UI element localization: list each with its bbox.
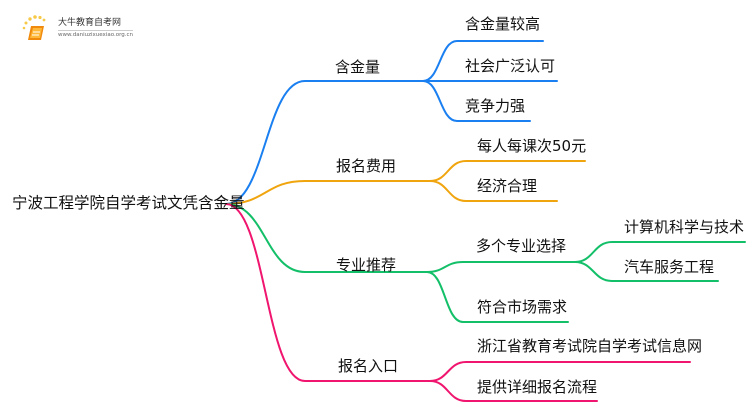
leaf-node: 社会广泛认可 bbox=[465, 57, 556, 75]
leaf-node: 计算机科学与技术 bbox=[624, 218, 745, 236]
leaf-connector bbox=[574, 261, 719, 282]
leaf-node: 竞争力强 bbox=[465, 97, 526, 115]
leaf-connector bbox=[422, 80, 531, 122]
branch-connector bbox=[225, 80, 424, 205]
branch-node: 报名入口 bbox=[338, 357, 399, 375]
root-node: 宁波工程学院自学考试文凭含金量 bbox=[12, 194, 245, 212]
sub-branch-node: 多个专业选择 bbox=[476, 237, 567, 255]
branch-connector bbox=[225, 203, 428, 273]
branch-node: 专业推荐 bbox=[336, 256, 397, 274]
leaf-connector bbox=[429, 160, 586, 182]
leaf-node: 含金量较高 bbox=[465, 15, 541, 33]
sub-branch-connector bbox=[426, 261, 576, 273]
leaf-node: 符合市场需求 bbox=[477, 298, 568, 316]
watermark-title: 大牛教育自考网 bbox=[58, 17, 122, 28]
leaf-connector bbox=[429, 361, 691, 382]
branch-node: 报名费用 bbox=[336, 157, 397, 175]
leaf-node: 经济合理 bbox=[477, 177, 538, 195]
leaf-connector bbox=[574, 241, 746, 263]
leaf-node: 汽车服务工程 bbox=[624, 258, 715, 276]
book-icon bbox=[22, 15, 46, 40]
leaf-connector bbox=[422, 40, 544, 82]
leaf-connector bbox=[426, 271, 569, 323]
watermark-url: www.daniuzixuexiao.org.cn bbox=[58, 29, 133, 38]
leaf-node: 浙江省教育考试院自学考试信息网 bbox=[477, 337, 703, 355]
leaf-connector bbox=[429, 380, 598, 402]
leaf-connector bbox=[429, 180, 558, 202]
branch-connector bbox=[225, 180, 431, 205]
watermark-logo: 大牛教育自考网 www.daniuzixuexiao.org.cn bbox=[18, 14, 133, 42]
branch-node: 含金量 bbox=[335, 58, 381, 76]
leaf-node: 每人每课次50元 bbox=[477, 137, 587, 155]
leaf-node: 提供详细报名流程 bbox=[477, 378, 598, 396]
branch-connector bbox=[225, 203, 431, 382]
